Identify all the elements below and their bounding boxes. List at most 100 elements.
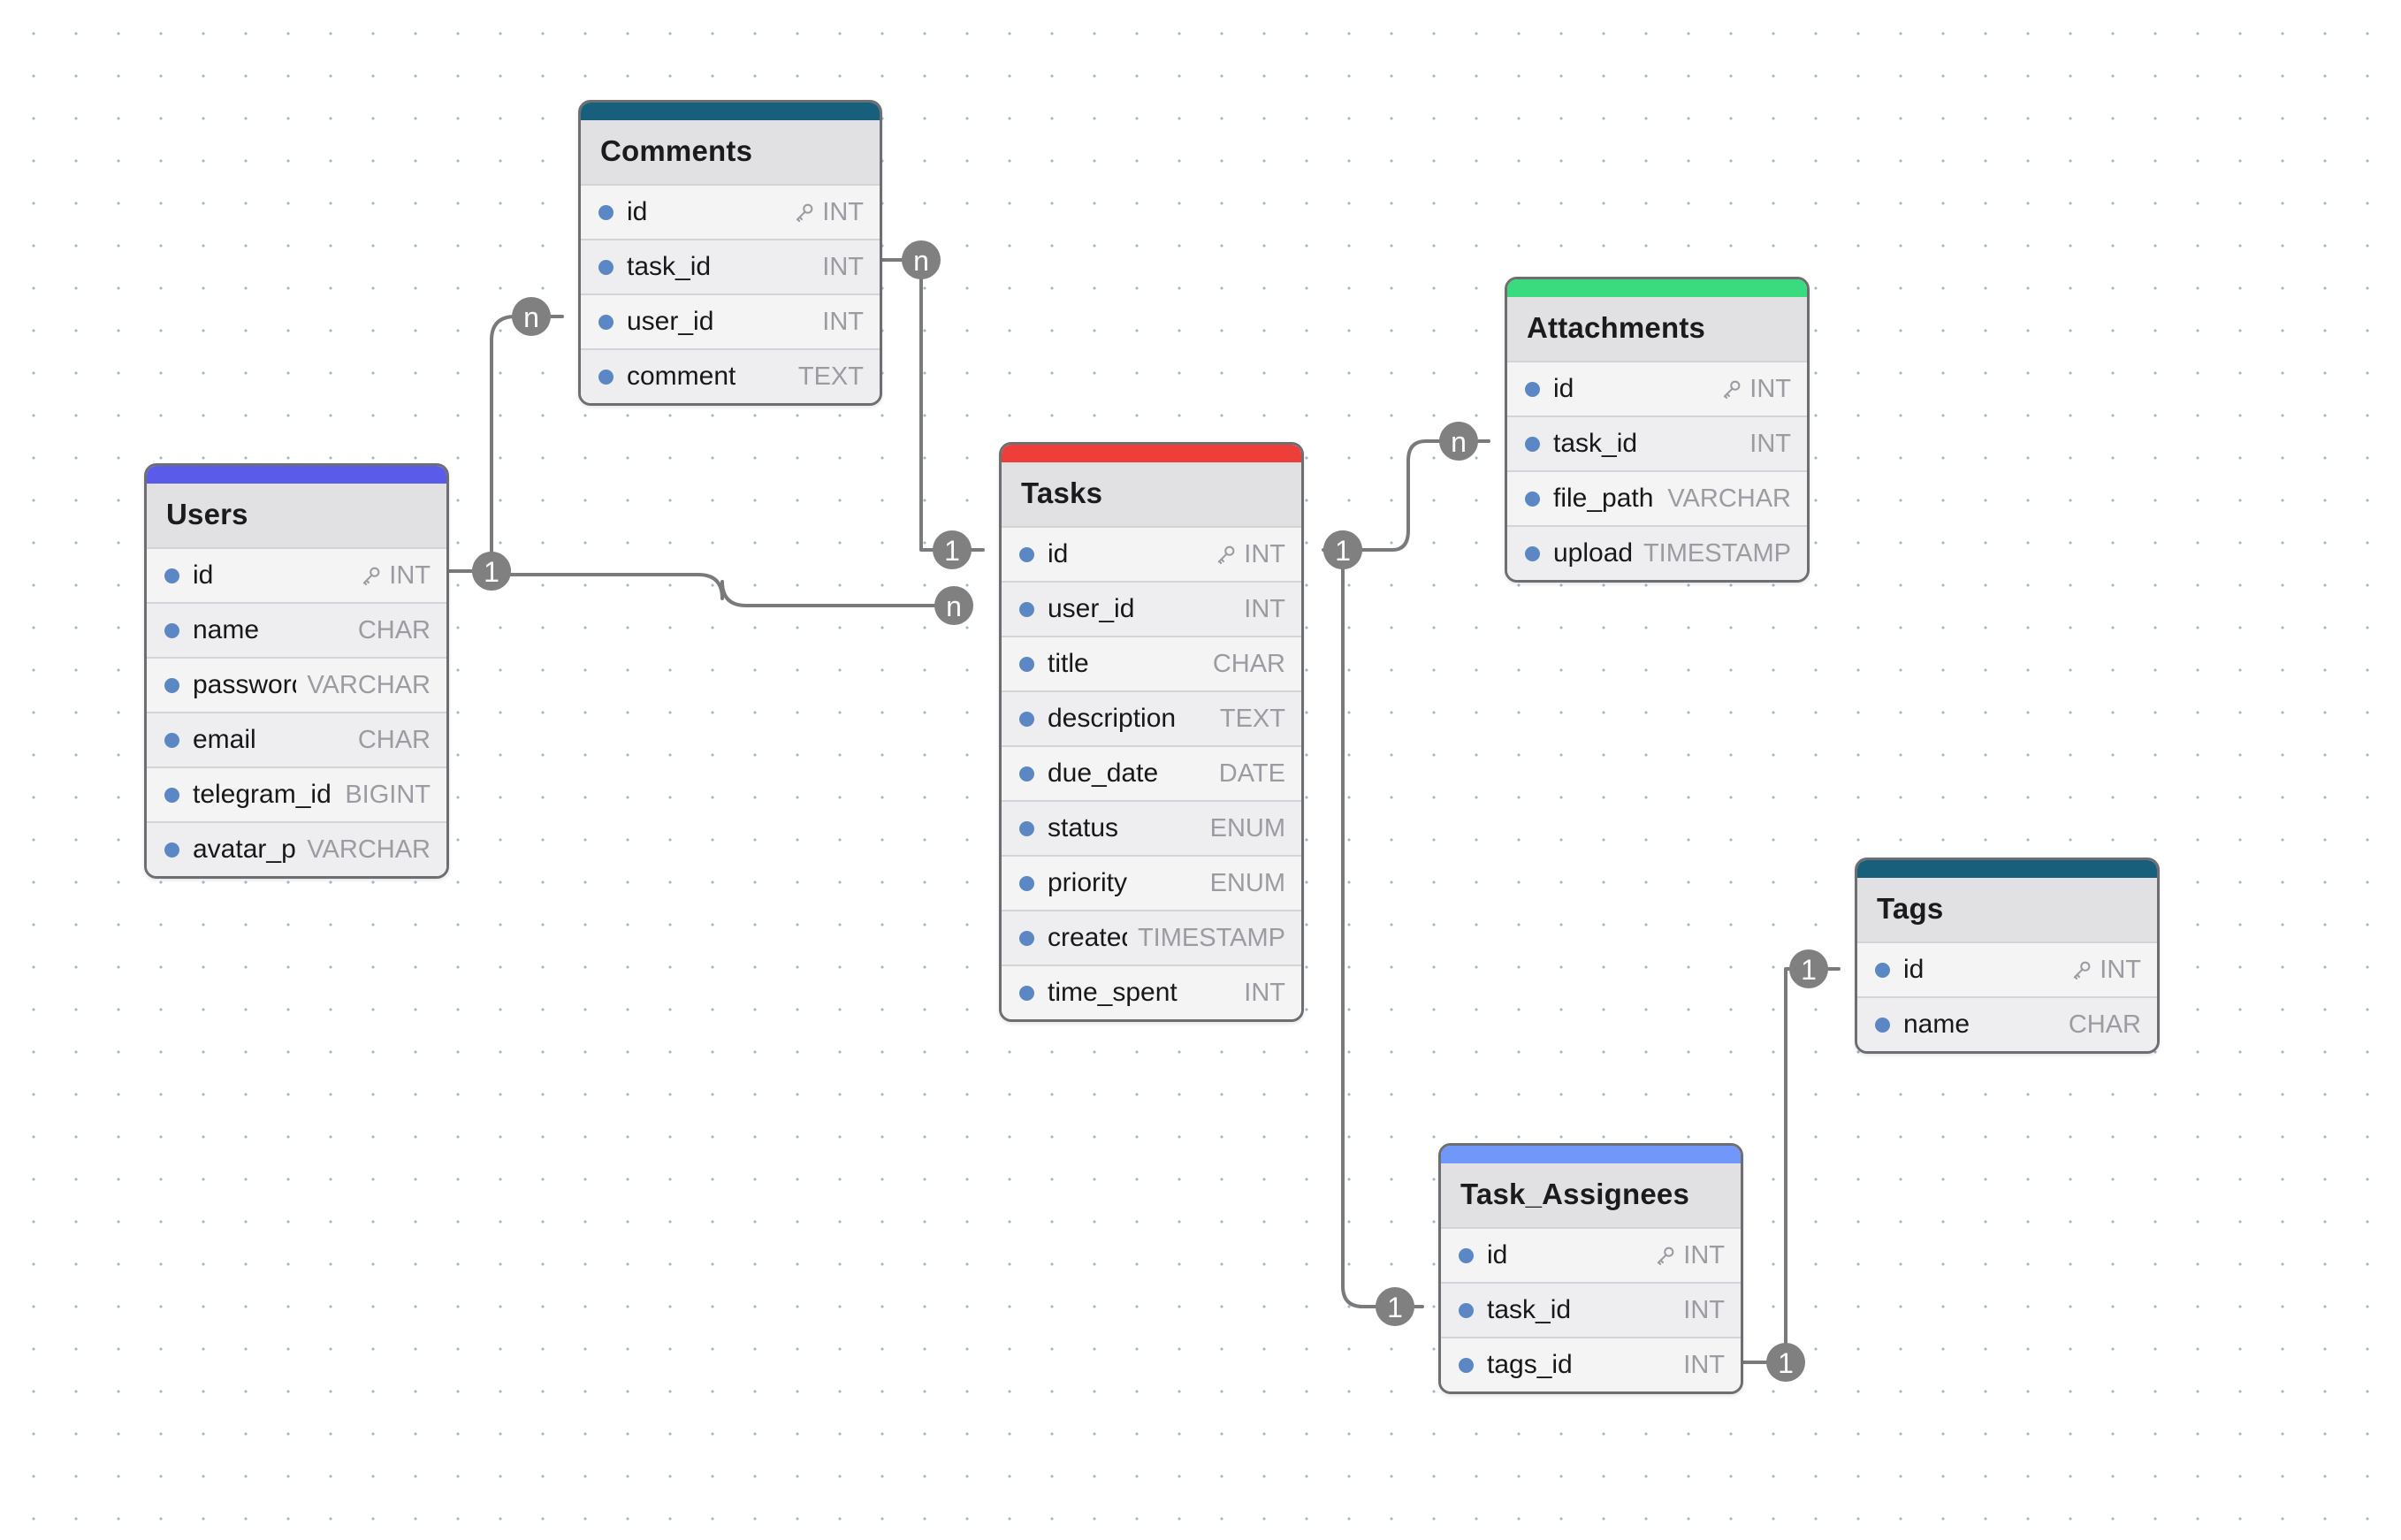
field-type: INT [1683, 1350, 1725, 1379]
field-bullet-icon [1019, 601, 1034, 617]
relationship-users-tasks[interactable]: 1n [472, 552, 973, 625]
primary-key-icon [2074, 961, 2091, 980]
field-name: tags_id [1487, 1350, 1573, 1379]
cardinality-badge-to: n [934, 586, 973, 625]
cardinality-badge-to: 1 [933, 530, 972, 569]
relationship-line [509, 573, 937, 607]
field-row[interactable]: avatar_pa…VARCHAR [147, 821, 446, 876]
field-meta: INT [812, 308, 864, 337]
field-name: user_id [627, 307, 714, 336]
relationship-line [1322, 439, 1490, 552]
cardinality-label: n [946, 591, 962, 622]
cardinality-badge-from: 1 [1323, 530, 1362, 569]
cardinality-badge-from: 1 [472, 552, 511, 591]
field-bullet-icon [164, 842, 179, 858]
field-name: task_id [627, 252, 712, 281]
field-row[interactable]: created…TIMESTAMP [1002, 910, 1301, 964]
cardinality-badge-from: 1 [1323, 530, 1362, 569]
field-name: id [1553, 374, 1574, 403]
field-type: INT [1683, 1295, 1725, 1324]
relationship-line [447, 315, 564, 573]
field-type: INT [1244, 539, 1285, 568]
field-meta: VARCHAR [1657, 484, 1791, 514]
relationship-users-comments[interactable]: 1n [447, 297, 564, 591]
field-bullet-icon [598, 369, 614, 385]
cardinality-label: n [913, 245, 929, 277]
field-name: name [193, 615, 260, 644]
field-meta: INT [1673, 1296, 1725, 1325]
entity-accent-bar [581, 103, 880, 120]
field-type: ENUM [1209, 868, 1285, 897]
entity-accent-bar [1002, 445, 1301, 462]
field-type: INT [822, 307, 864, 336]
field-meta: INT [349, 561, 431, 591]
field-bullet-icon [164, 732, 179, 748]
field-meta: INT [1233, 595, 1285, 624]
field-meta: TEXT [788, 362, 864, 392]
field-row[interactable]: upload…TIMESTAMP [1507, 525, 1807, 580]
cardinality-badge-to: 1 [1789, 949, 1828, 988]
relationship-comments-tasks[interactable]: n1 [880, 240, 985, 569]
field-bullet-icon [164, 622, 179, 638]
field-row[interactable]: user_id INT [1002, 581, 1301, 636]
field-meta: TIMESTAMP [1127, 924, 1285, 953]
relationship-task_assignees-tags[interactable]: 11 [1742, 949, 1841, 1382]
field-name: task_id [1553, 429, 1638, 458]
relationship-tasks-attachments[interactable]: 1n [1322, 422, 1490, 569]
field-name: file_path [1553, 484, 1654, 513]
cardinality-label: 1 [944, 535, 960, 567]
field-name: upload… [1553, 538, 1633, 568]
cardinality-badge-to: 1 [1376, 1287, 1414, 1326]
field-name: name [1903, 1010, 1970, 1039]
field-row[interactable]: user_id INT [581, 294, 880, 348]
cardinality-label: n [523, 301, 539, 333]
relationship-tasks-task_assignees[interactable]: 11 [1323, 530, 1424, 1326]
field-name: user_id [1048, 594, 1135, 623]
field-row[interactable]: tags_id INT [1441, 1337, 1741, 1391]
field-type: INT [822, 252, 864, 281]
field-row[interactable]: id INT [1441, 1227, 1741, 1282]
field-name: id [1487, 1240, 1508, 1269]
entity-accent-bar [1857, 860, 2157, 878]
cardinality-badge-to: n [1439, 422, 1478, 461]
field-row[interactable]: task_id INT [581, 239, 880, 294]
field-bullet-icon [1019, 546, 1034, 562]
field-type: BIGINT [345, 780, 431, 809]
field-bullet-icon [1525, 436, 1540, 452]
cardinality-label: 1 [1778, 1347, 1794, 1379]
primary-key-icon [1658, 1246, 1674, 1265]
field-bullet-icon [1875, 1017, 1890, 1033]
cardinality-badge-from: n [902, 240, 941, 279]
field-bullet-icon [1525, 491, 1540, 507]
entity-title: Tags [1857, 878, 2157, 942]
field-meta: INT [1643, 1241, 1725, 1270]
field-bullet-icon [1525, 545, 1540, 561]
